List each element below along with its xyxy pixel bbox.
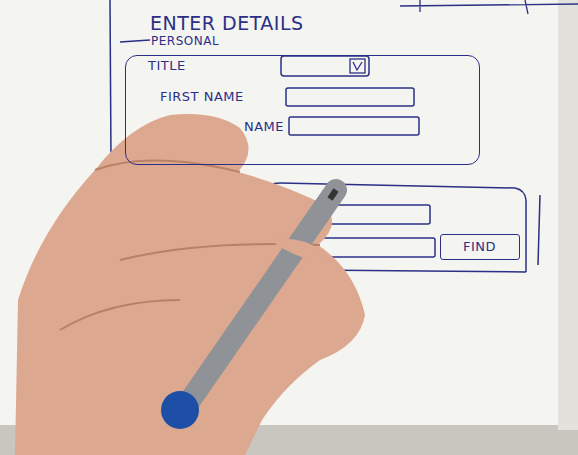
box-label: PERSONAL [151,34,219,48]
frame-line [538,195,540,265]
pen-tip [330,190,336,199]
pen-cap [161,391,199,429]
pen-barrel [182,190,336,412]
button: FIND [440,234,520,260]
sketch-title: ENTER DETAILS [150,12,304,34]
field-label: FIRST NAME [160,89,244,104]
hand [15,114,365,455]
text-field [289,117,419,135]
paper-edge [558,0,578,430]
dropdown-button [350,59,365,73]
dropdown-arrow [353,62,362,70]
finger [270,239,330,262]
heading-dash [120,40,150,42]
top-frame-line [400,0,578,14]
dropdown-field [281,56,369,76]
text-field [286,88,414,106]
field-label: TITLE [148,58,186,73]
box-label: FIND [463,239,496,254]
field-label: NAME [244,119,284,134]
